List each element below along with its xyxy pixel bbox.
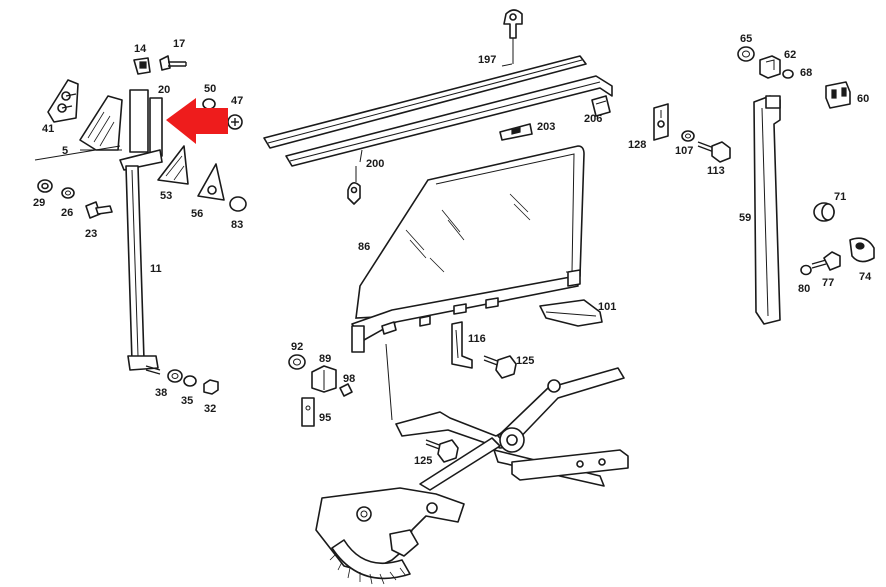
part-86-window-glass (351, 145, 585, 353)
callout-101: 101 (598, 301, 616, 313)
callout-203: 203 (537, 121, 555, 133)
callout-116: 116 (468, 333, 486, 345)
callout-98: 98 (343, 373, 355, 385)
callout-62: 62 (784, 49, 796, 61)
callout-53: 53 (160, 190, 172, 202)
callout-5: 5 (62, 145, 68, 157)
callout-17: 17 (173, 38, 185, 50)
callout-74: 74 (859, 271, 872, 283)
part-53-triangle-bracket (157, 145, 189, 185)
callout-125-upper: 125 (516, 355, 534, 367)
part-38-bolt (145, 365, 161, 375)
callout-41: 41 (42, 123, 54, 135)
callout-77: 77 (822, 277, 834, 289)
callout-71: 71 (834, 191, 846, 203)
part-71-bushing (813, 202, 835, 222)
callout-47: 47 (231, 95, 243, 107)
callout-86: 86 (358, 241, 370, 253)
callout-68: 68 (800, 67, 812, 79)
part-197-hook (503, 9, 523, 64)
part-83-cap (229, 196, 247, 212)
callout-206: 206 (584, 113, 602, 125)
callout-107: 107 (675, 145, 693, 157)
part-89-slider-block (311, 365, 337, 393)
part-125-bolt-lower (425, 439, 459, 463)
leader-197 (501, 63, 513, 67)
highlight-arrow-icon (166, 98, 228, 144)
callout-56: 56 (191, 208, 203, 220)
part-29-washer (37, 179, 53, 193)
part-107-spring-washer (681, 130, 695, 142)
part-47-screw (227, 114, 243, 130)
callout-26: 26 (61, 207, 73, 219)
callout-60: 60 (857, 93, 869, 105)
part-116-bracket (451, 321, 473, 369)
part-77-bolt (811, 251, 841, 271)
part-128-bracket (653, 103, 669, 141)
part-14-clip (133, 57, 151, 75)
part-26-spring-washer (61, 187, 75, 199)
callout-95: 95 (319, 412, 331, 424)
part-35-washer (167, 369, 183, 383)
callout-83: 83 (231, 219, 243, 231)
callout-80: 80 (798, 283, 810, 295)
leader-200 (359, 149, 363, 163)
callout-197: 197 (478, 54, 496, 66)
part-125-bolt-upper (483, 355, 517, 379)
callout-89: 89 (319, 353, 331, 365)
part-206-end-cap (591, 95, 611, 117)
part-23-bolt (85, 201, 113, 219)
callout-35: 35 (181, 395, 193, 407)
part-56-triangle-bracket (197, 163, 225, 201)
part-59-guide-rail (753, 95, 781, 325)
part-60-bracket (825, 81, 851, 109)
part-68-clip (782, 69, 794, 79)
callout-32: 32 (204, 403, 216, 415)
part-11-guide-rail (125, 165, 159, 371)
part-200-clip (347, 166, 361, 205)
part-95-plate (301, 397, 315, 427)
callout-20: 20 (158, 84, 170, 96)
callout-38: 38 (155, 387, 167, 399)
part-98-clip (339, 383, 353, 397)
part-101-channel (539, 299, 603, 327)
callout-59: 59 (739, 212, 751, 224)
part-203-clip (499, 123, 533, 141)
callout-23: 23 (85, 228, 97, 240)
callout-50: 50 (204, 83, 216, 95)
part-74-slider (849, 237, 875, 263)
part-17-screw (159, 55, 187, 71)
part-41-bracket (47, 79, 79, 123)
part-20-guide-bracket (79, 89, 163, 171)
part-62-block (759, 55, 781, 79)
callout-11: 11 (150, 263, 162, 275)
callout-65: 65 (740, 33, 752, 45)
callout-14: 14 (134, 43, 147, 55)
part-50-washer (202, 98, 216, 110)
callout-113: 113 (707, 165, 725, 177)
part-65-washer (737, 46, 755, 62)
part-80-washer (800, 264, 812, 276)
callout-200: 200 (366, 158, 384, 170)
part-92-washer (288, 354, 306, 370)
leader-5 (34, 145, 121, 161)
callout-29: 29 (33, 197, 45, 209)
window-regulator-mechanism (315, 343, 629, 585)
callout-128: 128 (628, 139, 646, 151)
part-113-bolt (697, 141, 731, 163)
part-32-nut (183, 375, 219, 395)
part-197-outer-seal-strip (263, 55, 613, 167)
callout-92: 92 (291, 341, 303, 353)
callout-125-lower: 125 (414, 455, 432, 467)
